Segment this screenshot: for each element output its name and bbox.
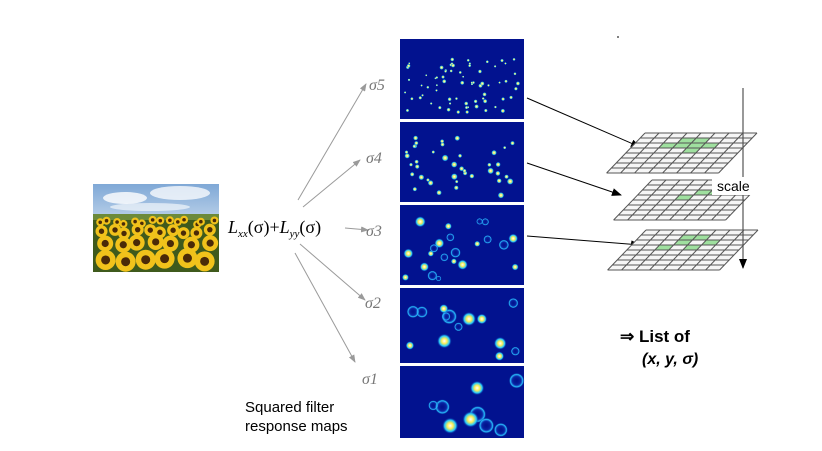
formula-sub-yy: yy [289, 228, 300, 240]
sunflower-field-image [93, 184, 219, 272]
scale-axis-label: scale [717, 178, 750, 194]
response-map-sigma5 [400, 39, 524, 119]
response-map-sigma2 [400, 288, 524, 363]
scale-space-grids [606, 132, 765, 271]
grid-layer-3 [606, 132, 758, 174]
scale-label-sigma3: σ3 [366, 223, 382, 240]
arrow-map4-to-grid [526, 162, 622, 196]
result-line1: ⇒ List of [620, 327, 690, 346]
grid-layer-1 [607, 229, 759, 271]
response-maps [400, 39, 525, 438]
caption-line1: Squared filter [245, 399, 335, 416]
response-map-sigma4 [400, 122, 524, 202]
response-map-sigma3 [400, 205, 524, 285]
formula-plus: + [269, 217, 279, 237]
fan-arrow-sigma2 [299, 243, 366, 301]
scale-label-sigma5: σ5 [369, 77, 385, 94]
fan-arrow-sigma3 [344, 226, 369, 233]
scale-label-sigma2: σ2 [365, 295, 381, 312]
caption-line2: response maps [245, 418, 348, 435]
laplacian-formula: Lxx(σ)+Lyy(σ) [227, 217, 321, 240]
fan-arrows [294, 83, 369, 363]
formula-sub-xx: xx [237, 228, 248, 240]
arrow-map5-to-grid [526, 97, 641, 148]
formula-L2: L [279, 217, 290, 237]
formula-L1: L [227, 217, 238, 237]
response-map-sigma1 [400, 366, 525, 438]
scale-axis: scale [712, 88, 768, 269]
maps-caption: Squared filter response maps [245, 398, 348, 436]
result-line2: (x, y, σ) [642, 351, 699, 368]
formula-arg1: (σ) [248, 217, 270, 238]
fan-arrow-sigma5 [297, 83, 367, 201]
formula-arg2: (σ) [299, 217, 321, 238]
result-text: ⇒ List of (x, y, σ) [620, 327, 698, 369]
scale-label-sigma4: σ4 [366, 150, 382, 167]
scale-label-sigma1: σ1 [362, 371, 378, 388]
fan-arrow-sigma1 [294, 252, 356, 363]
map-to-grid-arrows [526, 97, 641, 249]
arrow-map3-to-grid [526, 235, 641, 249]
fan-arrow-sigma4 [302, 159, 361, 208]
scale-labels: σ5 σ4 σ3 σ2 σ1 [362, 77, 385, 388]
